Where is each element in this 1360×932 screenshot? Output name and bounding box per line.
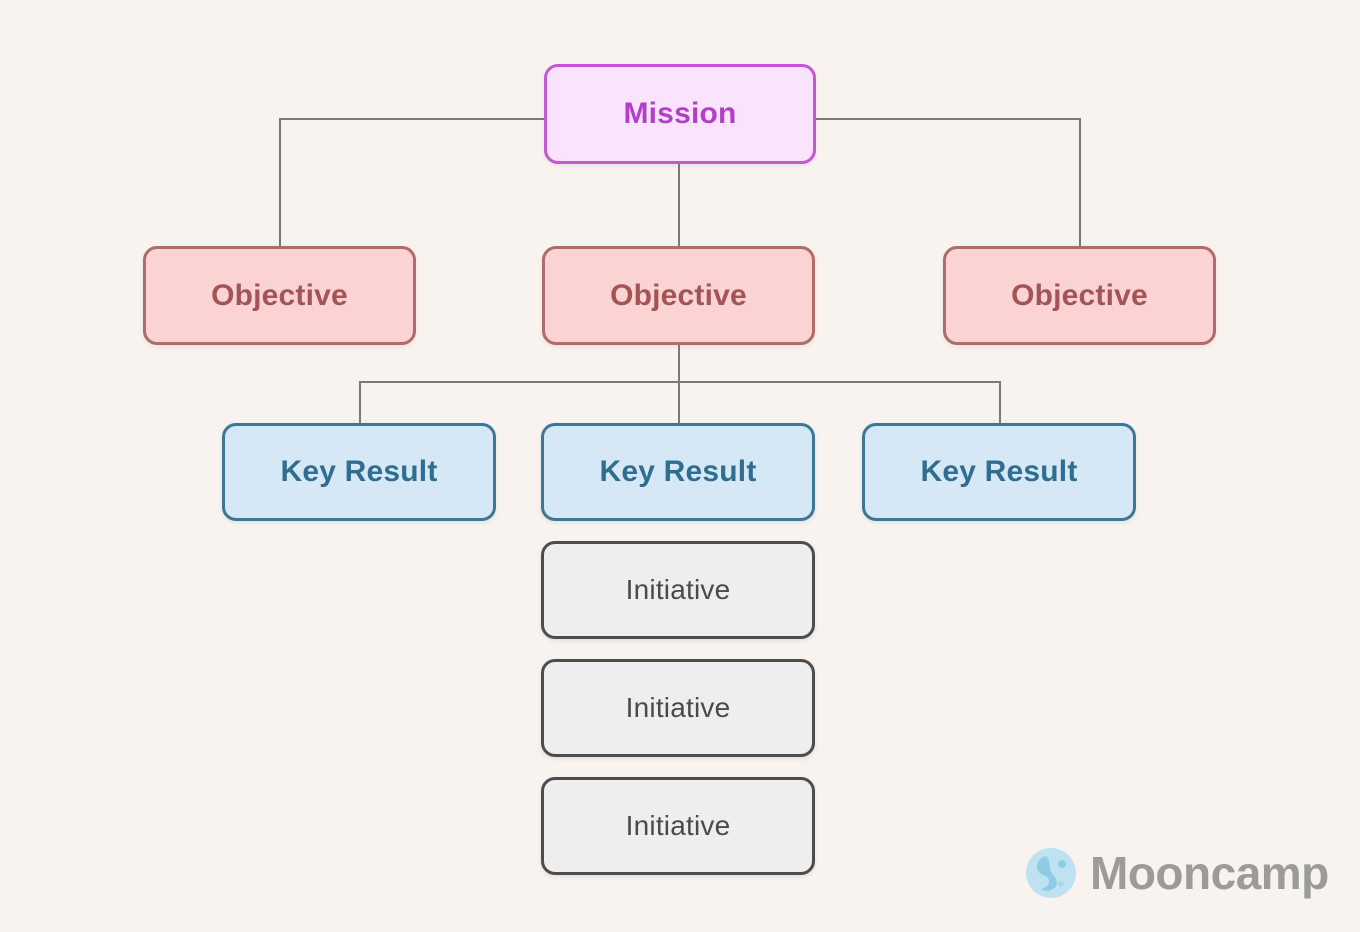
node-mission[interactable]: Mission — [544, 64, 816, 164]
connector-mission-to-objective-right — [815, 118, 1081, 246]
node-initiative-3-label: Initiative — [625, 810, 731, 841]
node-key-result-right-label: Key Result — [920, 455, 1078, 488]
node-key-result-left[interactable]: Key Result — [222, 423, 496, 521]
node-initiative-2-label: Initiative — [625, 692, 731, 723]
node-objective-center-label: Objective — [610, 278, 747, 312]
node-objective-right-label: Objective — [1011, 278, 1148, 312]
node-objective-left-label: Objective — [211, 278, 348, 312]
node-objective-center[interactable]: Objective — [542, 246, 815, 345]
connector-mission-to-objective-left — [279, 118, 545, 246]
node-objective-left[interactable]: Objective — [143, 246, 416, 345]
node-initiative-3[interactable]: Initiative — [541, 777, 815, 875]
node-mission-label: Mission — [623, 97, 737, 130]
brand-wordmark: Mooncamp — [1090, 847, 1329, 899]
node-key-result-right[interactable]: Key Result — [862, 423, 1136, 521]
node-initiative-1-label: Initiative — [625, 574, 731, 605]
moon-icon — [1026, 848, 1076, 898]
brand-logo: Mooncamp — [1024, 846, 1329, 900]
node-key-result-left-label: Key Result — [280, 455, 438, 488]
node-initiative-2[interactable]: Initiative — [541, 659, 815, 757]
node-initiative-1[interactable]: Initiative — [541, 541, 815, 639]
node-key-result-center[interactable]: Key Result — [541, 423, 815, 521]
node-key-result-center-label: Key Result — [599, 455, 757, 488]
node-objective-right[interactable]: Objective — [943, 246, 1216, 345]
